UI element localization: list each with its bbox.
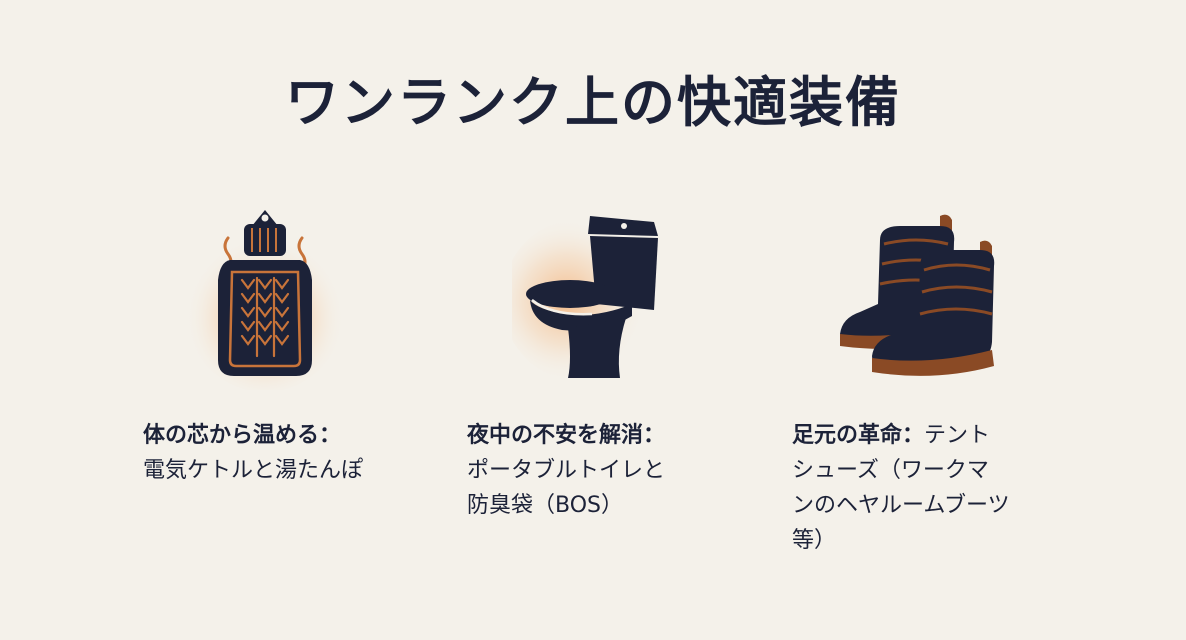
caption-heading-tail: テント	[924, 423, 991, 448]
caption-hot-water: 体の芯から温める： 電気ケトルと湯たんぽ	[143, 418, 383, 488]
caption-first-line: 足元の革命：テント	[792, 418, 1032, 453]
caption-line: シューズ（ワークマ	[792, 458, 989, 483]
caption-heading: 体の芯から温める：	[143, 423, 342, 448]
caption-line: ポータブルトイレと	[467, 458, 666, 483]
caption-toilet: 夜中の不安を解消： ポータブルトイレと 防臭袋（BOS）	[467, 418, 707, 523]
caption-line: 等）	[792, 528, 837, 553]
caption-line: 電気ケトルと湯たんぽ	[143, 458, 364, 483]
caption-line: 防臭袋（BOS）	[467, 493, 623, 518]
toilet-icon	[512, 216, 662, 382]
caption-heading: 足元の革命：	[792, 423, 925, 448]
hot-water-bottle-icon	[185, 210, 345, 390]
caption-boots: 足元の革命：テント シューズ（ワークマ ンのヘヤルームブーツ 等）	[792, 418, 1032, 558]
page-title: ワンランク上の快適装備	[285, 71, 901, 134]
boots-icon	[840, 214, 995, 376]
caption-heading: 夜中の不安を解消：	[467, 423, 666, 448]
caption-line: ンのヘヤルームブーツ	[792, 493, 1010, 518]
